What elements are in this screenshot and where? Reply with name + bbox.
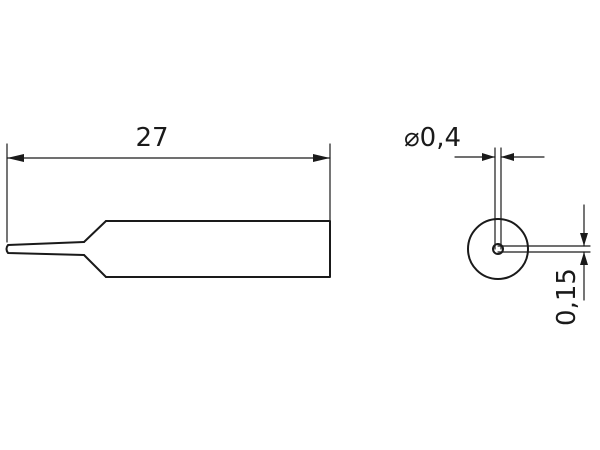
tip-taper-outline [83,220,107,278]
diameter-dimension: ⌀0,4 [404,123,545,250]
diameter-arrow-right [501,153,514,161]
tip-side-view [5,220,331,278]
arrow-right [313,154,330,162]
thickness-arrow-top [580,233,588,246]
thickness-arrow-bottom [580,252,588,265]
diameter-arrow-left [482,153,495,161]
thickness-label: 0,15 [552,268,582,326]
tip-body-outline [105,220,331,278]
arrow-left [7,154,24,162]
thickness-dimension: 0,15 [497,204,591,326]
length-label: 27 [135,123,168,153]
outer-circle [467,218,529,280]
length-dimension: 27 [6,123,331,243]
tip-front-view [467,218,529,280]
tip-point-circle [492,243,504,255]
tip-needle-outline [5,241,85,256]
diameter-label: ⌀0,4 [404,123,461,153]
